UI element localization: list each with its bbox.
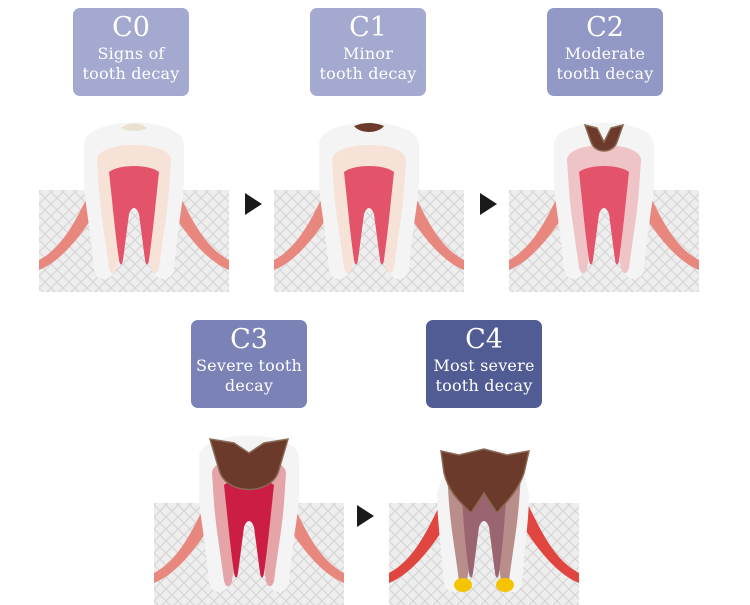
step-arrow-icon [245,193,262,215]
step-arrow-icon [480,193,497,215]
stage-badge-c3: C3 Severe tooth decay [191,320,307,408]
stage-description-line2: tooth decay [319,64,417,83]
tooth-illustration-c3 [154,435,344,605]
stage-badge-c2: C2 Moderate tooth decay [547,8,663,96]
stage-badge-c4: C4 Most severe tooth decay [426,320,542,408]
stage-code: C1 [349,12,387,43]
stage-description-line2: tooth decay [435,376,533,395]
stage-description-line1: Most severe [433,356,535,375]
stage-badge-c1: C1 Minor tooth decay [310,8,426,96]
stage-description-line2: tooth decay [82,64,180,83]
stage-description-line1: Severe tooth [196,356,302,375]
tooth-illustration-c1 [274,122,464,292]
tooth-illustration-c0 [39,122,229,292]
stage-description-line1: Signs of [97,44,165,63]
stage-description-line2: decay [224,376,274,395]
stage-description-line1: Minor [342,44,394,63]
stage-description-line1: Moderate [564,44,646,63]
stage-code: C0 [112,12,150,43]
stage-code: C2 [586,12,624,43]
step-arrow-icon [357,505,374,527]
tooth-illustration-c2 [509,122,699,292]
tooth-illustration-c4 [389,448,579,605]
stage-code: C3 [230,324,268,355]
stage-description-line2: tooth decay [556,64,654,83]
stage-code: C4 [465,324,503,355]
stage-badge-c0: C0 Signs of tooth decay [73,8,189,96]
